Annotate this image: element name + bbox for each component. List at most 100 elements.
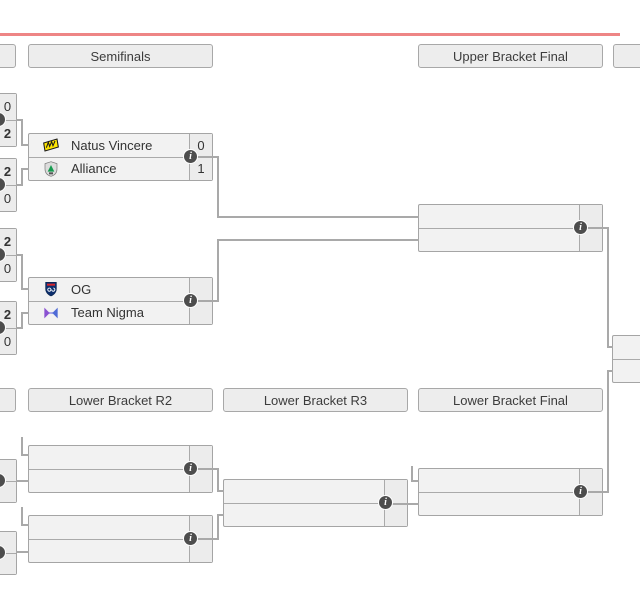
team-row bbox=[419, 228, 602, 251]
nigma-logo-icon bbox=[43, 305, 59, 321]
team-name[interactable]: Alliance bbox=[71, 161, 117, 177]
connector-line bbox=[217, 514, 224, 516]
connector-line bbox=[21, 254, 23, 290]
score-cell: 2 bbox=[0, 120, 16, 146]
score-cell: 2 bbox=[0, 302, 16, 328]
connector-line bbox=[16, 119, 22, 121]
connector-line bbox=[217, 216, 419, 218]
score-cell: 0 bbox=[0, 255, 16, 281]
connector-line bbox=[607, 346, 613, 348]
connector-line bbox=[16, 327, 22, 329]
team-row: Team Nigma bbox=[29, 301, 212, 324]
match-semifinal-2: OG Team Nigma bbox=[28, 277, 213, 325]
header-label: Upper Bracket Final bbox=[453, 48, 568, 64]
team-row bbox=[29, 539, 212, 562]
team-name[interactable]: Team Nigma bbox=[71, 305, 144, 321]
info-icon[interactable]: i bbox=[0, 474, 5, 487]
match-lower-r2-2 bbox=[28, 515, 213, 563]
feeder-match-lower-2 bbox=[0, 531, 17, 575]
header-label: Semifinals bbox=[90, 48, 151, 64]
connector-line bbox=[16, 551, 29, 553]
team-row: Alliance 1 bbox=[29, 157, 212, 180]
info-icon[interactable]: i bbox=[184, 462, 197, 475]
connector-line bbox=[21, 144, 29, 146]
connector-line bbox=[586, 491, 608, 493]
info-icon[interactable]: i bbox=[0, 178, 5, 191]
score-cell bbox=[0, 481, 16, 502]
accent-top-line bbox=[0, 33, 620, 36]
team-row bbox=[419, 492, 602, 515]
connector-line bbox=[21, 437, 23, 456]
header-label: Lower Bracket R2 bbox=[68, 392, 173, 408]
header-semifinals: Semifinals bbox=[28, 44, 213, 68]
connector-line bbox=[21, 507, 23, 526]
header-lower-bracket-final: Lower Bracket Final bbox=[418, 388, 603, 412]
connector-line bbox=[217, 156, 219, 218]
header-partial-left-lower bbox=[0, 388, 16, 412]
connector-line bbox=[16, 254, 22, 256]
header-partial-left-upper bbox=[0, 44, 16, 68]
connector-line bbox=[16, 480, 29, 482]
team-name[interactable]: Natus Vincere bbox=[71, 137, 153, 153]
team-row bbox=[613, 360, 640, 383]
score-cell: 2 bbox=[0, 159, 16, 185]
score-cell bbox=[0, 460, 16, 481]
connector-line bbox=[21, 168, 29, 170]
info-icon[interactable]: i bbox=[574, 221, 587, 234]
info-icon[interactable]: i bbox=[574, 485, 587, 498]
connector-line bbox=[21, 119, 23, 146]
info-icon[interactable]: i bbox=[0, 321, 5, 334]
info-icon[interactable]: i bbox=[184, 532, 197, 545]
score-cell: 1 bbox=[189, 157, 212, 180]
connector-line bbox=[411, 480, 419, 482]
match-lower-r3 bbox=[223, 479, 408, 527]
alliance-logo-icon bbox=[43, 161, 59, 177]
connector-line bbox=[607, 370, 613, 372]
connector-line bbox=[391, 503, 419, 505]
score-cell: 2 bbox=[0, 229, 16, 255]
navi-logo-icon bbox=[43, 137, 59, 153]
connector-line bbox=[607, 370, 609, 493]
connector-line bbox=[217, 239, 219, 302]
match-semifinal-1: Natus Vincere 0 Alliance 1 bbox=[28, 133, 213, 181]
info-icon[interactable]: i bbox=[184, 150, 197, 163]
connector-line bbox=[16, 184, 22, 186]
score-cell: 0 bbox=[0, 328, 16, 354]
match-lower-bracket-final bbox=[418, 468, 603, 516]
team-row bbox=[29, 469, 212, 492]
connector-line bbox=[217, 490, 224, 492]
score-cell bbox=[579, 492, 602, 515]
info-icon[interactable]: i bbox=[0, 546, 5, 559]
connector-line bbox=[586, 227, 608, 229]
connector-line bbox=[607, 227, 609, 348]
feeder-match-lower-1 bbox=[0, 459, 17, 503]
connector-line bbox=[21, 454, 29, 456]
match-lower-r2-1 bbox=[28, 445, 213, 493]
score-cell: 0 bbox=[0, 185, 16, 211]
info-icon[interactable]: i bbox=[0, 248, 5, 261]
score-cell bbox=[579, 228, 602, 251]
score-cell bbox=[0, 553, 16, 574]
header-lower-bracket-r3: Lower Bracket R3 bbox=[223, 388, 408, 412]
match-grand-final-partial bbox=[612, 335, 640, 383]
connector-line bbox=[21, 312, 23, 329]
connector-line bbox=[21, 312, 29, 314]
connector-line bbox=[21, 168, 23, 186]
og-logo-icon bbox=[43, 281, 59, 297]
connector-line bbox=[217, 514, 219, 540]
team-row bbox=[224, 503, 407, 526]
info-icon[interactable]: i bbox=[184, 294, 197, 307]
team-row bbox=[613, 336, 640, 360]
header-lower-bracket-r2: Lower Bracket R2 bbox=[28, 388, 213, 412]
team-name[interactable]: OG bbox=[71, 281, 92, 297]
connector-line bbox=[193, 300, 218, 302]
header-label: Lower Bracket R3 bbox=[263, 392, 368, 408]
connector-line bbox=[217, 468, 219, 492]
header-partial-right-upper bbox=[613, 44, 640, 68]
header-label: Lower Bracket Final bbox=[453, 392, 568, 408]
info-icon[interactable]: i bbox=[0, 113, 5, 126]
connector-line bbox=[193, 538, 218, 540]
info-icon[interactable]: i bbox=[379, 496, 392, 509]
score-cell bbox=[0, 532, 16, 553]
connector-line bbox=[193, 156, 218, 158]
